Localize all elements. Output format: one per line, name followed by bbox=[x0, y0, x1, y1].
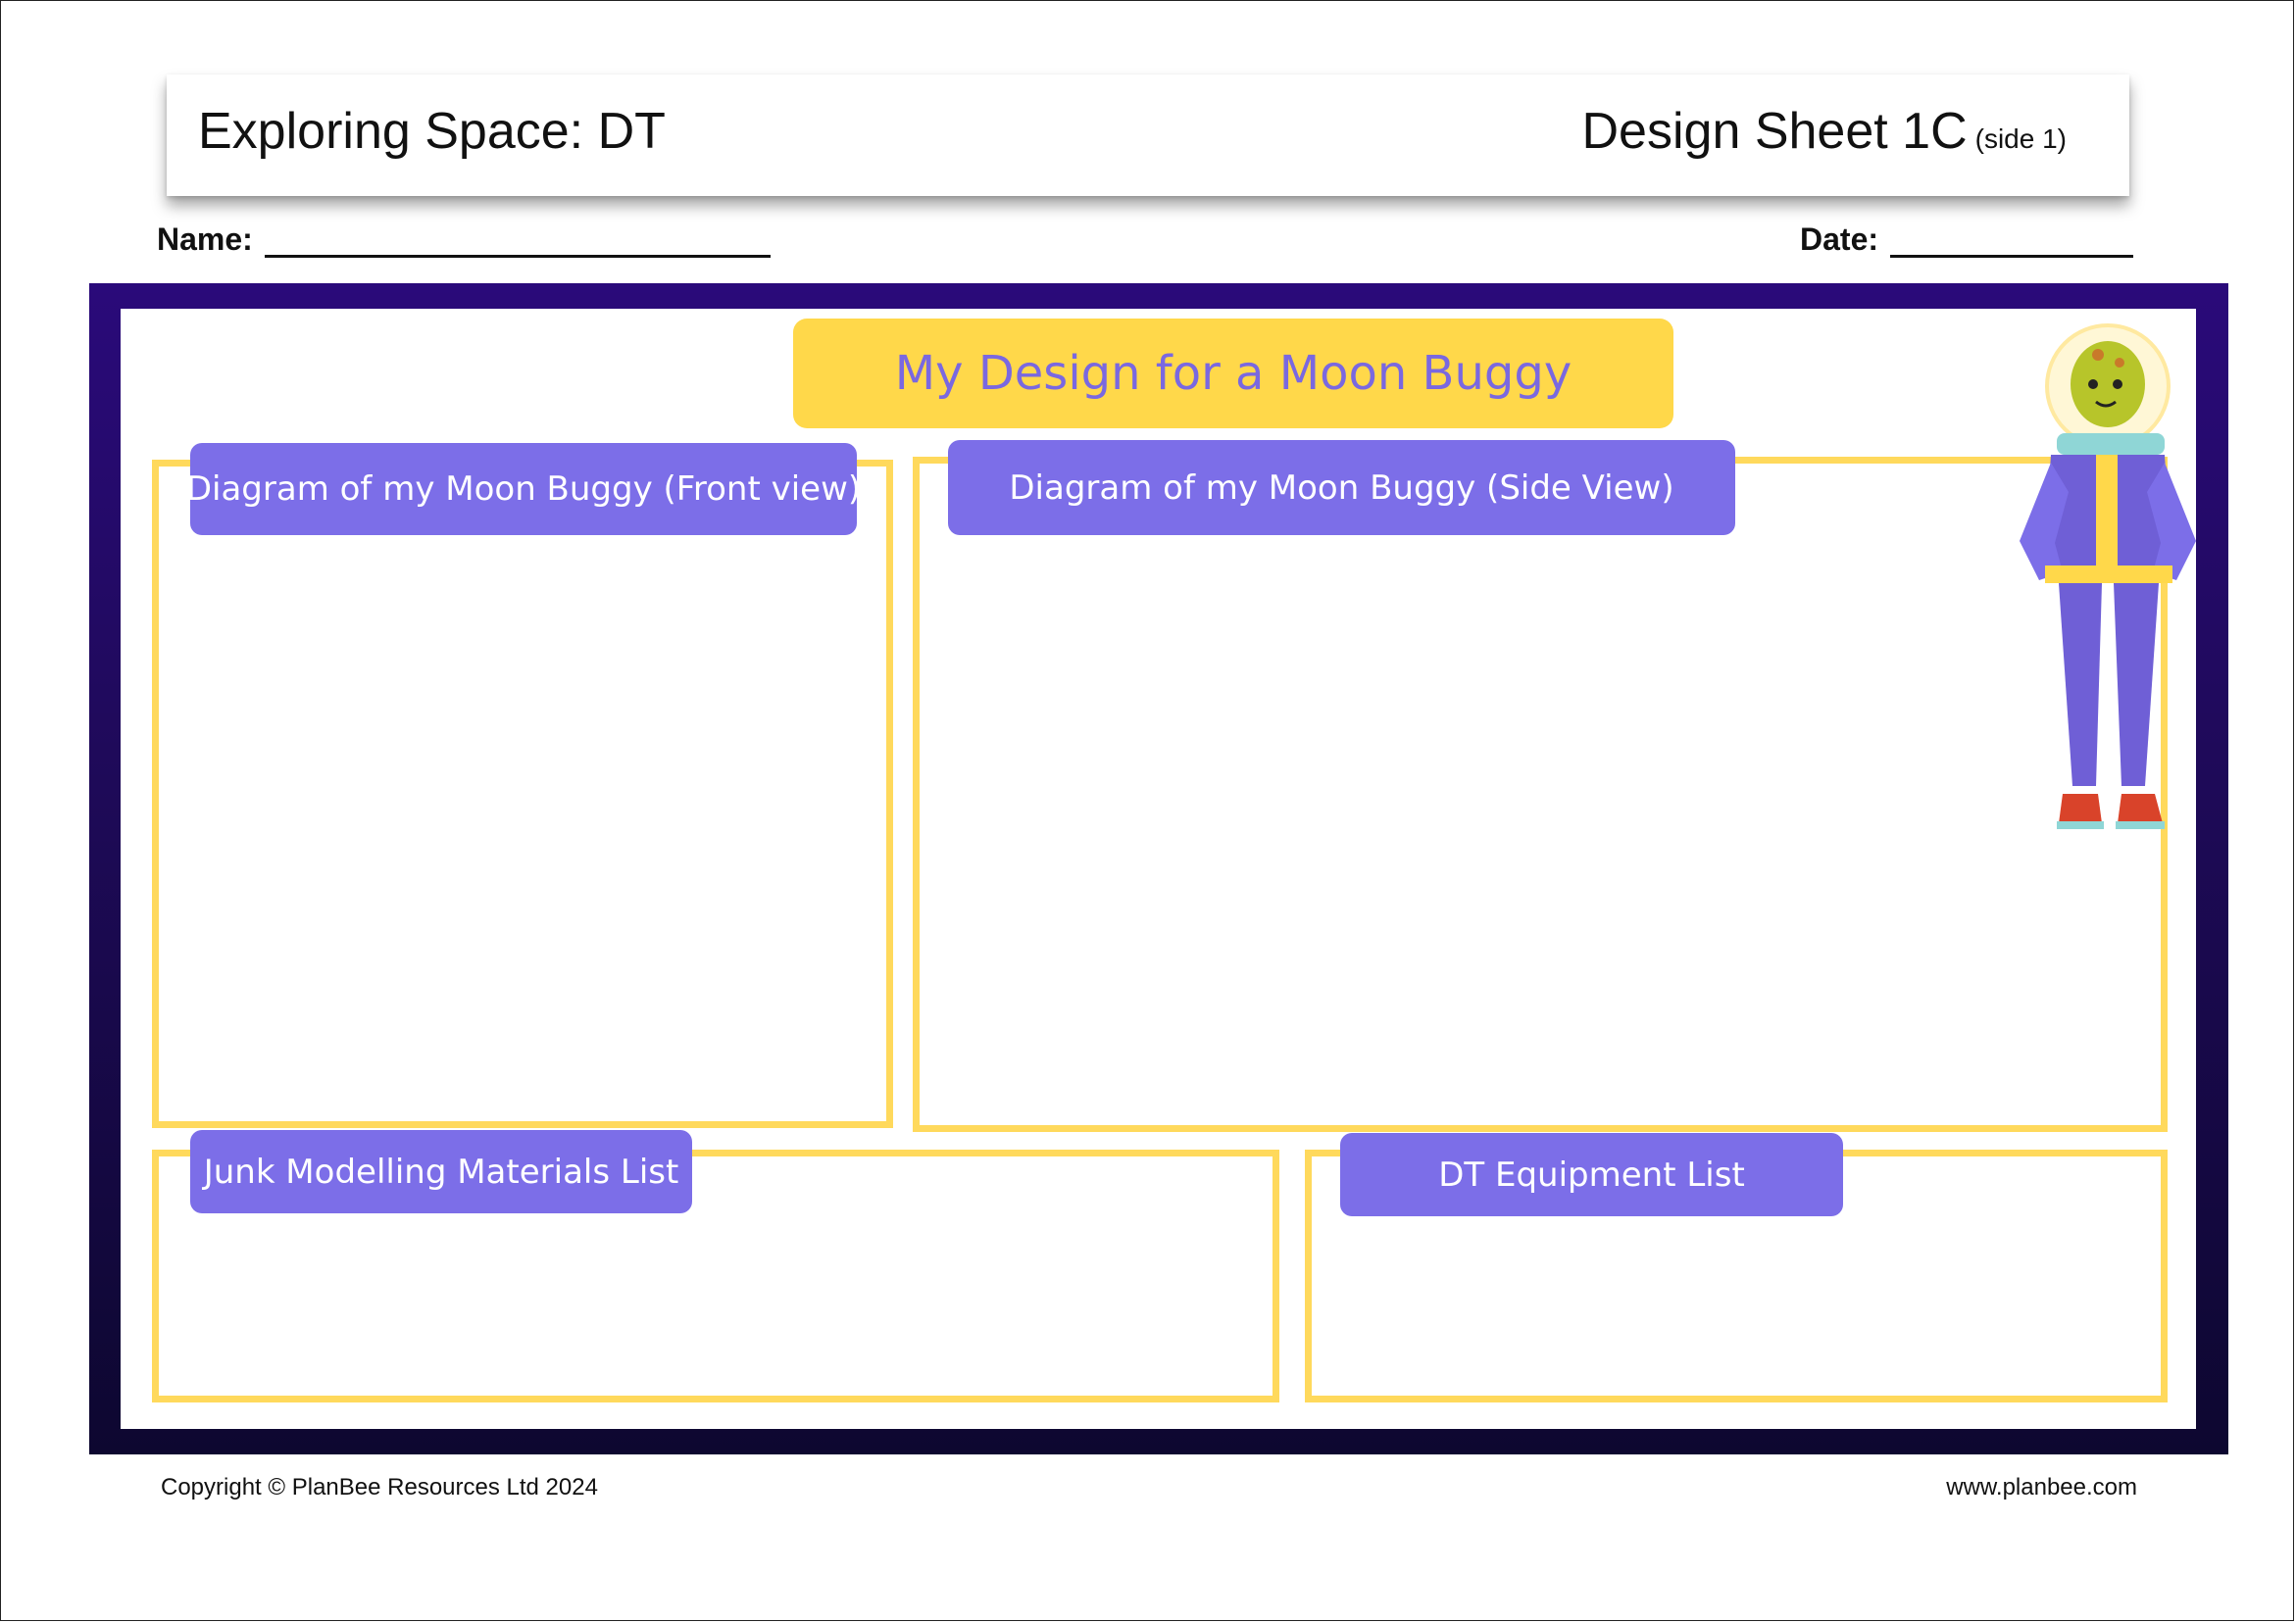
front-view-label: Diagram of my Moon Buggy (Front view) bbox=[186, 443, 861, 535]
side-view-box[interactable] bbox=[913, 457, 2168, 1132]
sheet-id: Design Sheet 1C(side 1) bbox=[1582, 102, 2068, 161]
worksheet-title: Exploring Space: DT bbox=[198, 103, 666, 160]
name-field[interactable]: Name: bbox=[157, 221, 771, 258]
name-label: Name: bbox=[157, 221, 253, 257]
equipment-label: DT Equipment List bbox=[1340, 1133, 1843, 1216]
name-line[interactable] bbox=[264, 221, 771, 258]
content-area: My Design for a Moon Buggy Diagram of my… bbox=[121, 309, 2196, 1429]
front-view-box[interactable] bbox=[152, 460, 893, 1128]
materials-box[interactable] bbox=[152, 1150, 1279, 1402]
materials-label: Junk Modelling Materials List bbox=[190, 1130, 692, 1213]
sheet-name: Design Sheet 1C bbox=[1581, 103, 1968, 160]
sheet-side: (side 1) bbox=[1974, 123, 2067, 154]
date-line[interactable] bbox=[1890, 221, 2134, 258]
copyright: Copyright © PlanBee Resources Ltd 2024 bbox=[161, 1474, 598, 1500]
alien-astronaut-icon bbox=[2020, 323, 2196, 829]
website-link[interactable]: www.planbee.com bbox=[1946, 1474, 2137, 1500]
content-frame: My Design for a Moon Buggy Diagram of my… bbox=[89, 283, 2228, 1454]
date-label: Date: bbox=[1800, 221, 1879, 257]
side-view-label: Diagram of my Moon Buggy (Side View) bbox=[948, 440, 1735, 535]
main-title: My Design for a Moon Buggy bbox=[793, 319, 1673, 428]
date-field[interactable]: Date: bbox=[1800, 221, 2134, 258]
header-bar: Exploring Space: DT Design Sheet 1C(side… bbox=[167, 74, 2129, 196]
